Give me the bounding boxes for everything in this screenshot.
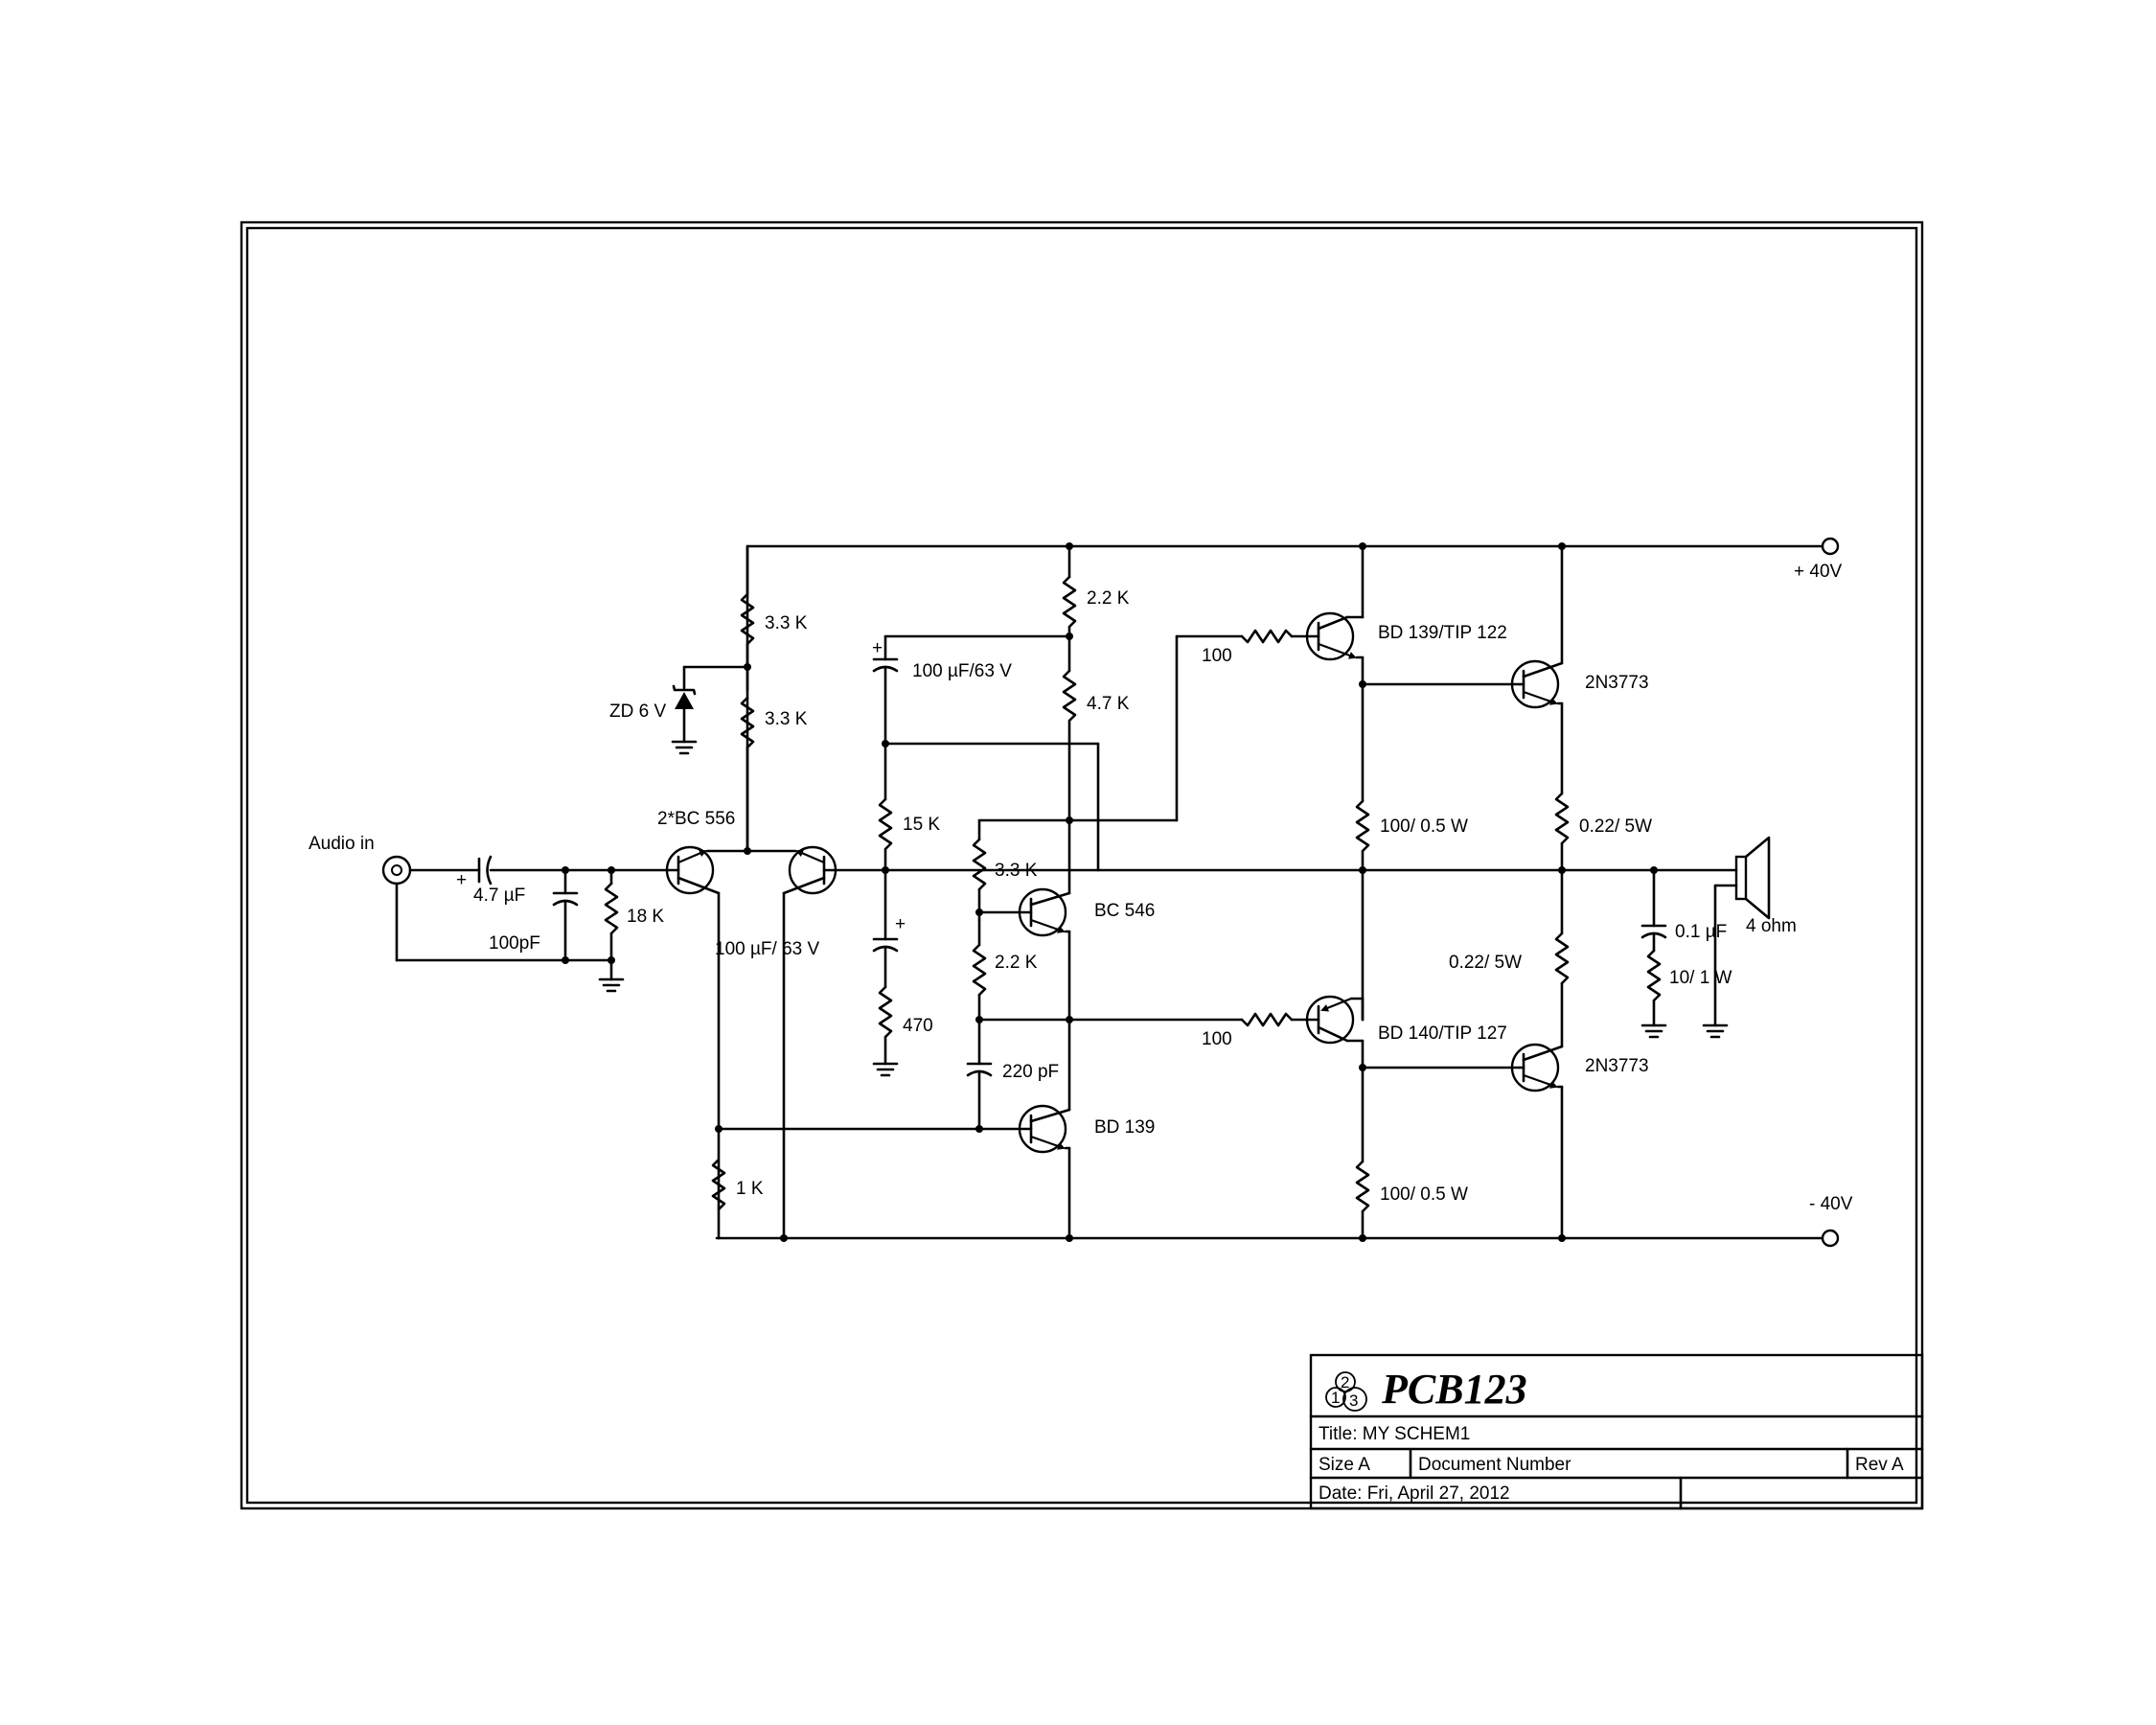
date-field: Date: Fri, April 27, 2012: [1319, 1484, 1510, 1504]
label-2k2-a: 2.2 K: [1087, 588, 1130, 609]
resistor-2k2-vbe: [972, 918, 987, 1022]
label-1k: 1 K: [736, 1179, 764, 1199]
label-470: 470: [903, 1016, 933, 1036]
title-field: Title: MY SCHEM1: [1319, 1424, 1470, 1444]
cap-100uf-top: [872, 634, 1071, 746]
speaker-icon: [1702, 836, 1771, 1039]
transistor-2n3773-bottom: [1510, 1043, 1564, 1240]
label-plus-mid: +: [895, 914, 906, 934]
label-100-a: 100: [1202, 646, 1232, 666]
label-100pf: 100pF: [489, 933, 540, 954]
label-100uf-a: 100 µF/ 63 V: [715, 939, 820, 959]
label-2k2-b: 2.2 K: [995, 953, 1038, 973]
label-pair: 2*BC 556: [657, 809, 735, 829]
resistor-100-bottom: [1240, 1012, 1320, 1027]
resistor-2k2-top: [1062, 544, 1077, 673]
audio-in-jack[interactable]: [381, 855, 412, 886]
transistor-bd139: [977, 1018, 1071, 1240]
label-v-pos: + 40V: [1794, 562, 1843, 582]
label-022-a: 0.22/ 5W: [1579, 816, 1652, 837]
logo-digit-3: 3: [1349, 1392, 1358, 1410]
resistor-100-05w-bottom: [1355, 1160, 1370, 1240]
label-022-b: 0.22/ 5W: [1449, 953, 1522, 973]
label-4k7: 4.7 K: [1087, 694, 1130, 714]
label-100w-b: 100/ 0.5 W: [1380, 1184, 1468, 1205]
pcb123-logo-icon: 2 1 3: [1325, 1371, 1367, 1412]
resistor-15k: [878, 742, 893, 872]
label-c-in: 4.7 µF: [473, 886, 525, 906]
zener-diode: [671, 665, 698, 755]
label-01uf: 0.1 µF: [1675, 922, 1727, 942]
resistor-18k: [598, 868, 625, 993]
label-10-1w: 10/ 1 W: [1669, 968, 1732, 988]
label-zd: ZD 6 V: [609, 702, 666, 722]
logo-digit-1: 1: [1331, 1389, 1340, 1407]
sheet-border-outer: [240, 220, 1924, 1510]
sheet-border-inner: [245, 226, 1918, 1505]
transistor-q2-bc556: [745, 845, 887, 895]
label-2n3773-a: 2N3773: [1585, 673, 1649, 693]
resistor-100-05w-top: [1355, 799, 1370, 1022]
positive-terminal: [1821, 537, 1840, 556]
label-100w-a: 100/ 0.5 W: [1380, 816, 1468, 837]
transistor-q1-bc556: [609, 845, 749, 895]
resistor-100-top: [1240, 629, 1320, 644]
label-plus-top: +: [872, 638, 883, 658]
transistor-2n3773-top: [1510, 544, 1564, 795]
negative-terminal: [1821, 1229, 1840, 1248]
label-bd140-tip127: BD 140/TIP 127: [1378, 1024, 1507, 1044]
cap-220pf: [966, 1018, 993, 1131]
cap-100uf-mid: [872, 868, 899, 989]
logo-digit-2: 2: [1341, 1373, 1349, 1392]
brand-name: PCB123: [1381, 1366, 1527, 1413]
label-3k3-b: 3.3 K: [765, 709, 808, 729]
negative-rail: [715, 1229, 1840, 1248]
input-capacitor: [477, 855, 613, 886]
transistor-bd139-tip122: [1305, 544, 1365, 803]
label-bd139-tip122: BD 139/TIP 122: [1378, 623, 1507, 643]
resistor-1k: [711, 1158, 726, 1211]
label-bd139: BD 139: [1094, 1117, 1155, 1138]
label-4ohm: 4 ohm: [1746, 916, 1797, 936]
label-3k3-a: 3.3 K: [765, 613, 808, 633]
label-18k: 18 K: [627, 907, 664, 927]
cap-01uf: [1640, 868, 1667, 953]
label-100-b: 100: [1202, 1029, 1232, 1049]
resistor-022-bottom: [1554, 932, 1570, 1048]
transistor-bc546: [977, 887, 1071, 1022]
label-bc546: BC 546: [1094, 901, 1155, 921]
label-v-neg: - 40V: [1809, 1194, 1853, 1214]
positive-rail: [745, 537, 1840, 556]
label-3k3-c: 3.3 K: [995, 861, 1038, 881]
document-number-field: Document Number: [1418, 1455, 1571, 1475]
label-220pf: 220 pF: [1002, 1062, 1059, 1082]
transistor-bd140-tip127: [1305, 995, 1365, 1163]
label-15k: 15 K: [903, 815, 940, 835]
resistor-022-top: [1554, 792, 1570, 935]
rev-field: Rev A: [1855, 1455, 1904, 1475]
label-c-in-plus: +: [456, 870, 467, 890]
label-audio-in: Audio in: [309, 834, 375, 854]
title-block: [1309, 1353, 1924, 1510]
resistor-4k7: [1062, 669, 1077, 895]
label-2n3773-b: 2N3773: [1585, 1056, 1649, 1076]
cap-100pf: [552, 868, 579, 962]
size-field: Size A: [1319, 1455, 1370, 1475]
resistor-3k3-top: [740, 544, 755, 646]
resistor-470: [872, 985, 899, 1077]
resistor-10-1w: [1640, 949, 1667, 1039]
label-100uf-b: 100 µF/63 V: [912, 661, 1012, 681]
